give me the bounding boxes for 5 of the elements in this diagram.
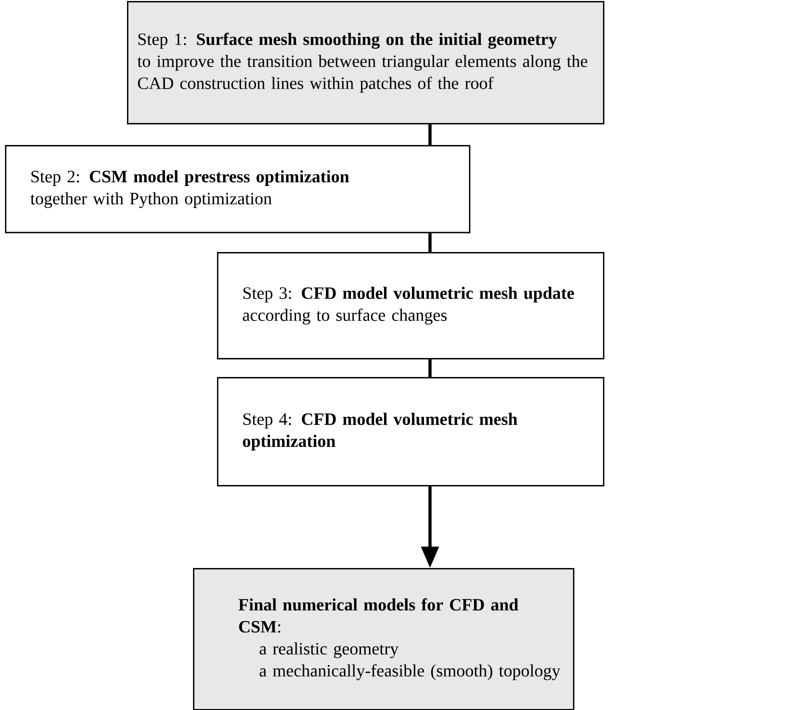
process-box: Final numerical models for CFD and CSM: a realistic geometry a mechanically-feasible (smooth) topology: [193, 568, 574, 710]
process-box: Step 2: CSM model prestress optimization together with Python optimization: [5, 145, 470, 234]
process-box: Step 1: Surface mesh smoothing on the initial geometry to improve the transition between triangular elements along the CAD construction lines within patches of the roof: [127, 1, 604, 124]
process-box: Step 3: CFD model volumetric mesh update according to surface changes: [217, 252, 604, 360]
process-box: Step 4: CFD model volumetric mesh optimization: [217, 377, 604, 486]
